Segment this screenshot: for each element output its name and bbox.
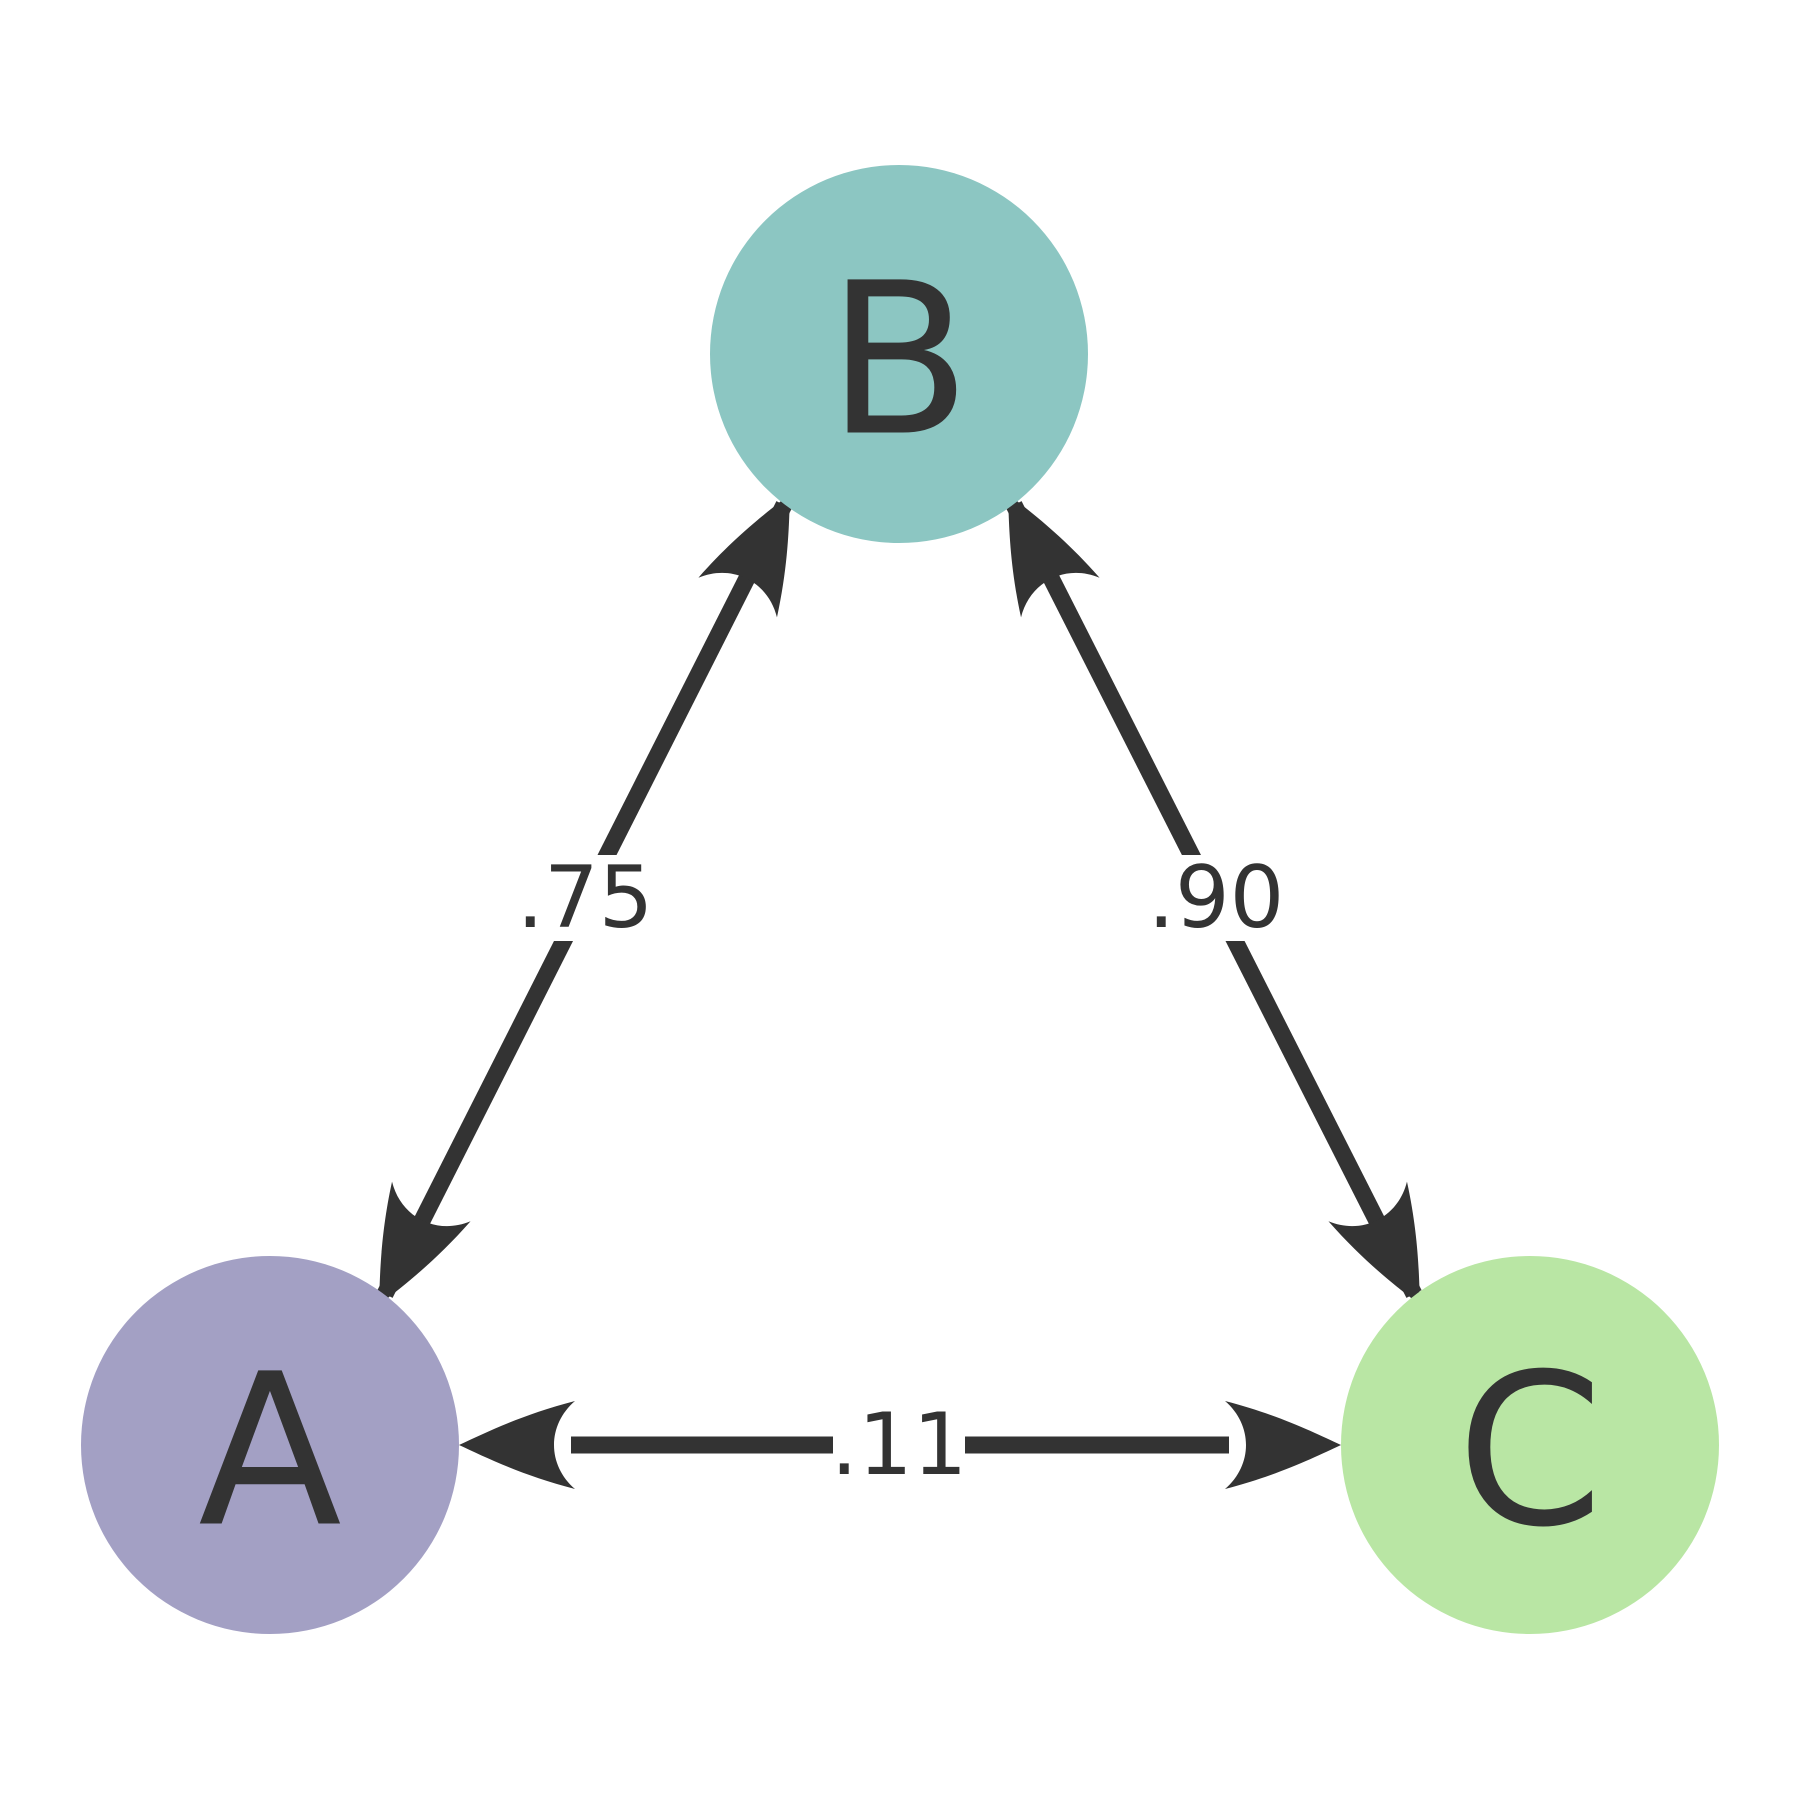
edge-a-c[interactable]: .11 [459, 1395, 1341, 1495]
edge-a-b-label: .75 [517, 848, 654, 948]
node-b-circle[interactable] [710, 165, 1088, 543]
node-c[interactable]: C [1341, 1256, 1719, 1634]
node-a-label: A [198, 1329, 342, 1574]
edge-b-c-label: .90 [1148, 848, 1285, 948]
node-b-label: B [827, 238, 971, 483]
node-b[interactable]: B [710, 165, 1088, 543]
node-a[interactable]: A [81, 1256, 459, 1634]
node-c-circle[interactable] [1341, 1256, 1719, 1634]
edge-b-c-label-halo [1146, 855, 1286, 941]
node-a-circle[interactable] [81, 1256, 459, 1634]
edge-a-c-arrow-to-a [459, 1401, 575, 1489]
edge-a-b-label-halo [516, 855, 656, 941]
edge-a-c-label: .11 [831, 1395, 968, 1495]
edge-a-b[interactable]: .75 [339, 474, 830, 1325]
node-c-label: C [1457, 1329, 1604, 1574]
edge-a-c-label-halo [833, 1402, 965, 1488]
edge-a-c-arrow-to-c [1225, 1401, 1341, 1489]
edge-b-c[interactable]: .90 [968, 474, 1460, 1325]
